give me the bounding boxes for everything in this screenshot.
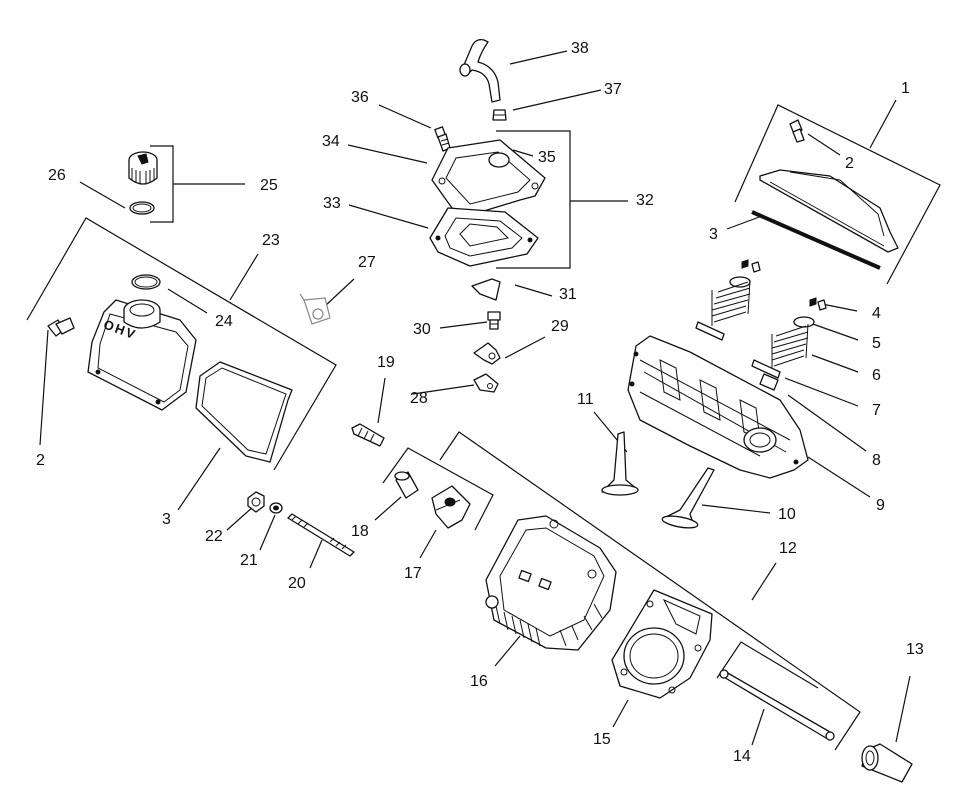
callout-18: 18	[351, 523, 369, 540]
callout-38: 38	[571, 40, 589, 57]
group-bracket-lines	[26, 99, 941, 751]
callout-16: 16	[470, 673, 488, 690]
valve-cover-gasket-right-part	[751, 210, 881, 270]
fill-o-ring-part	[131, 274, 161, 290]
intake-valve-part	[661, 467, 715, 529]
callout-6: 6	[872, 367, 881, 384]
valve-spring-right-part	[771, 323, 809, 370]
callout-1: 1	[901, 80, 910, 97]
callout-7: 7	[872, 402, 881, 419]
push-rod-part	[719, 669, 835, 741]
callout-14: 14	[733, 748, 751, 765]
nut-part	[247, 491, 265, 513]
callout-12: 12	[779, 540, 797, 557]
washer-part	[269, 502, 283, 514]
breather-plug-part	[487, 311, 501, 330]
rocker-stud-part	[351, 423, 385, 447]
spring-retainer-part	[729, 276, 815, 328]
oil-fill-cap-part	[128, 151, 158, 185]
valve-cover-gasket-left-part	[195, 361, 293, 463]
callout-37: 37	[604, 81, 622, 98]
callout-29: 29	[551, 318, 569, 335]
breather-gasket-part	[429, 207, 539, 267]
callout-25: 25	[260, 177, 278, 194]
breather-tube-part	[459, 38, 501, 103]
callout-32: 32	[636, 192, 654, 209]
cylinder-head-part	[485, 515, 617, 651]
callout-31: 31	[559, 286, 577, 303]
callout-22: 22	[205, 528, 223, 545]
callout-4: 4	[872, 305, 881, 322]
valve-keepers-part	[741, 259, 827, 311]
valve-lifter-part	[861, 743, 913, 783]
breather-cover-part	[431, 139, 546, 215]
cover-screw-part	[434, 126, 451, 152]
callout-35: 35	[538, 149, 556, 166]
callout-15: 15	[593, 731, 611, 748]
head-gasket-part	[611, 589, 713, 699]
breather-fitting-part	[492, 109, 507, 121]
callout-19: 19	[377, 354, 395, 371]
callout-11: 11	[577, 391, 594, 408]
callout-21: 21	[240, 552, 258, 569]
callout-17: 17	[404, 565, 422, 582]
callout-3-left: 3	[162, 511, 171, 528]
valve-spring-left-part	[711, 279, 751, 326]
valve-cover-left-part	[87, 299, 197, 411]
callout-5: 5	[872, 335, 881, 352]
callout-13: 13	[906, 641, 924, 658]
retainer-clip-part	[473, 373, 499, 393]
callout-26: 26	[48, 167, 66, 184]
rocker-pivot-part	[394, 471, 419, 499]
valve-guide-part	[759, 373, 779, 391]
valve-seal-part	[695, 321, 781, 379]
o-ring-part	[129, 201, 155, 215]
rocker-arm-part	[431, 485, 471, 529]
callout-30: 30	[413, 321, 431, 338]
cover-screw-right-part	[789, 119, 805, 143]
callout-23: 23	[262, 232, 280, 249]
cylinder-block-part	[627, 335, 809, 479]
callout-33: 33	[323, 195, 341, 212]
callout-24: 24	[215, 313, 233, 330]
valve-cover-right-part	[759, 169, 899, 253]
head-bolt-part	[287, 513, 355, 557]
leader-lines	[39, 50, 911, 746]
callout-20: 20	[288, 575, 306, 592]
callout-2-left: 2	[36, 452, 45, 469]
callout-9: 9	[876, 497, 885, 514]
callout-8: 8	[872, 452, 881, 469]
breather-bracket-part	[473, 342, 501, 365]
callout-36: 36	[351, 89, 369, 106]
callout-2-right: 2	[845, 155, 854, 172]
callout-3-right: 3	[709, 226, 718, 243]
breather-reed-part	[471, 278, 501, 301]
exhaust-valve-part	[601, 431, 639, 496]
callout-28: 28	[410, 390, 428, 407]
callout-10: 10	[778, 506, 796, 523]
callout-34: 34	[322, 133, 340, 150]
tab-washer-part	[299, 293, 331, 325]
callout-27: 27	[358, 254, 376, 271]
cover-screw-left-part	[47, 317, 75, 337]
